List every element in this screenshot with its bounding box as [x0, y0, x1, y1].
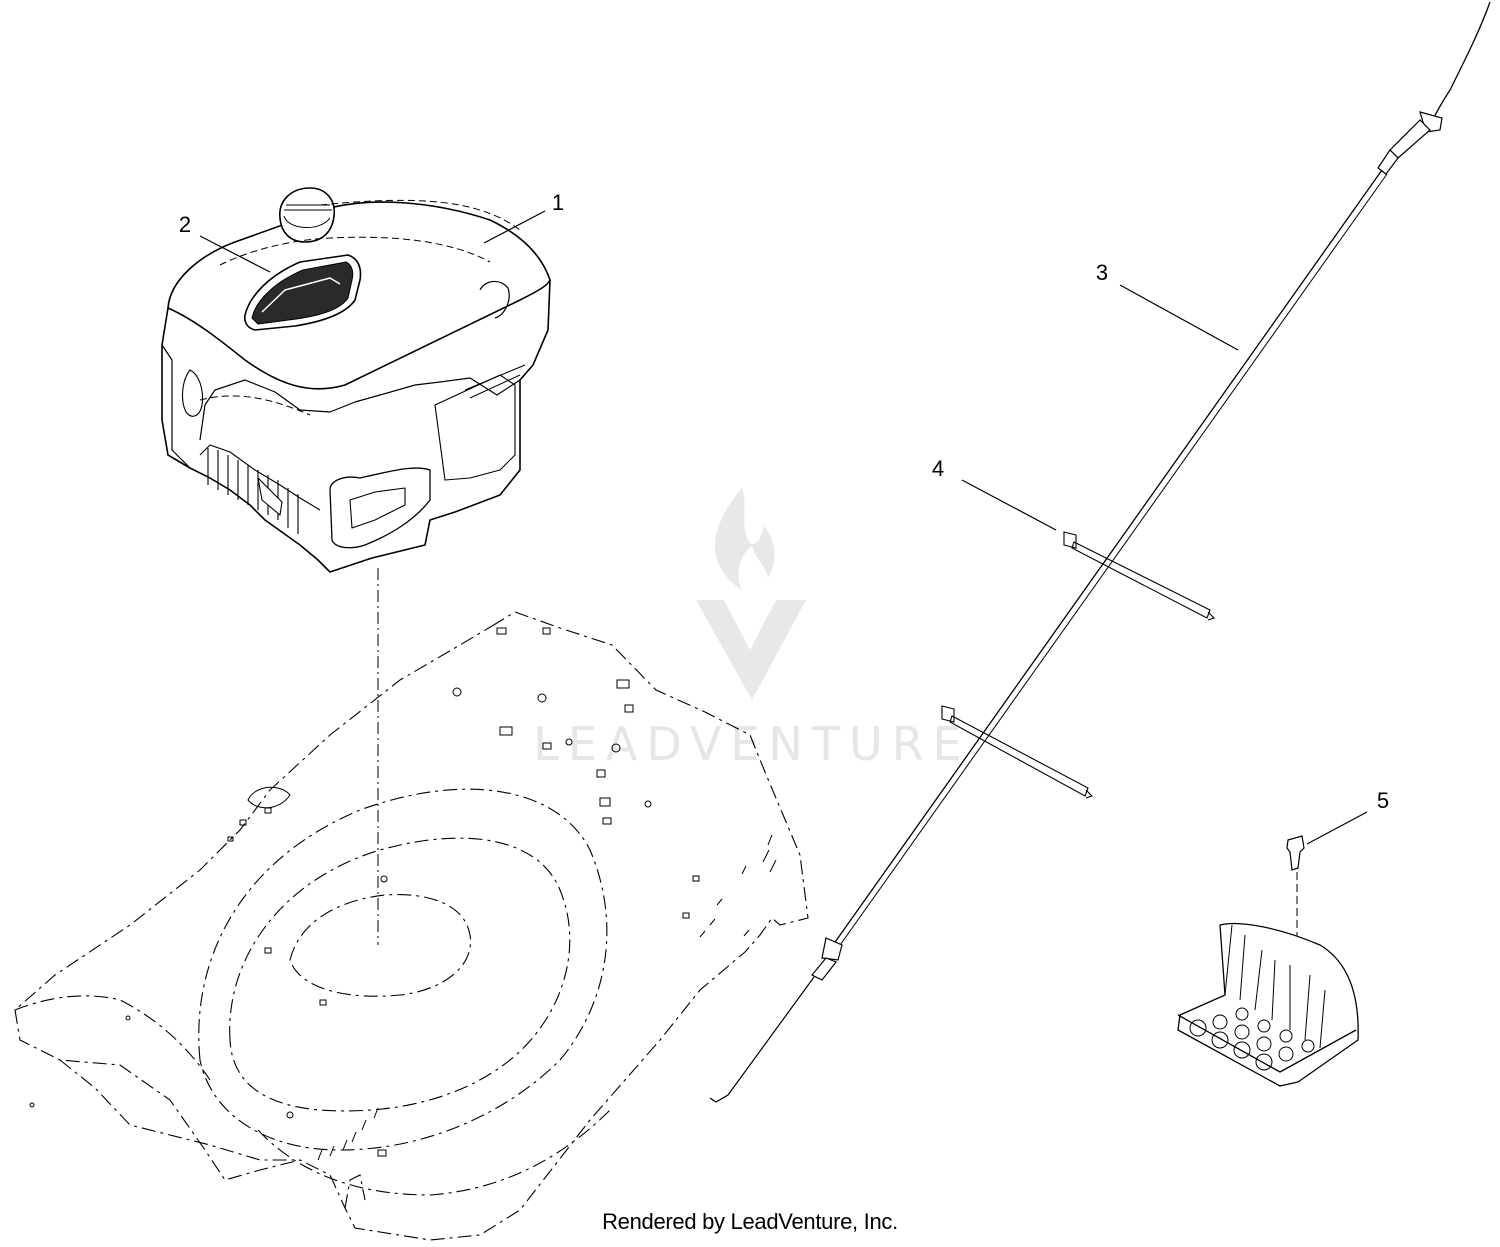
callout-3: 3 [1096, 260, 1108, 285]
deck-feature-marks [29, 627, 777, 1161]
engine [161, 187, 551, 573]
leadventure-watermark: LEADVENTURE [533, 488, 971, 771]
throttle-cable [709, 1, 1491, 1103]
cable-tie [941, 705, 1094, 799]
callout-2: 2 [179, 212, 191, 237]
footer-credit: Rendered by LeadVenture, Inc. [602, 1209, 898, 1234]
watermark-text: LEADVENTURE [533, 717, 971, 771]
mower-deck [14, 611, 809, 1241]
mounting-bracket [1177, 922, 1359, 1087]
leader-lines [199, 210, 1368, 845]
callout-5: 5 [1377, 788, 1389, 813]
screw-clip [1286, 835, 1305, 871]
callout-1: 1 [552, 190, 564, 215]
cable-tie [1063, 531, 1216, 621]
callout-4: 4 [932, 456, 944, 481]
